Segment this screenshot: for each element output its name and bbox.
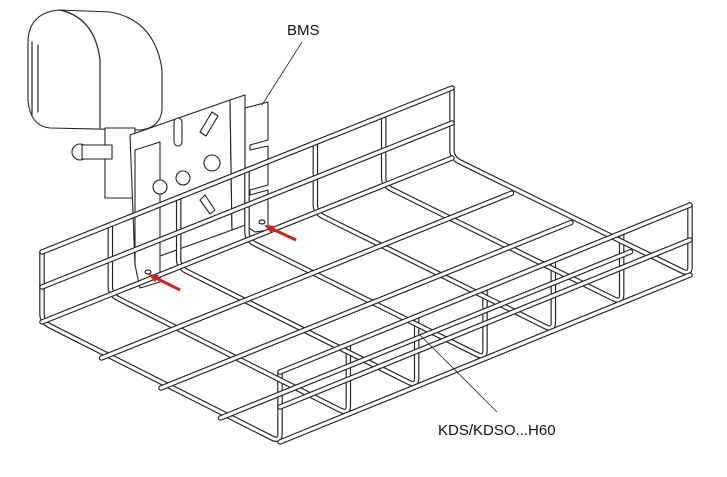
cross-wire — [313, 141, 555, 330]
light-fixture — [27, 9, 163, 199]
cross-wire — [449, 85, 693, 276]
bms-leader — [261, 41, 303, 106]
bottom-rail — [218, 250, 633, 420]
side-rail-front — [278, 273, 692, 444]
red-arrows — [148, 225, 297, 292]
arrowhead-left — [148, 274, 159, 282]
leader-lines — [261, 41, 498, 413]
cross-wire — [108, 223, 350, 414]
cross-wire — [382, 113, 624, 302]
bottom-rail — [159, 220, 573, 390]
arrowhead-right — [264, 225, 275, 233]
side-rail-back — [40, 156, 454, 324]
bottom-rail — [99, 191, 514, 360]
side-rail-back — [40, 121, 454, 289]
side-rail-back — [40, 86, 454, 254]
tray-label: KDS/KDSO...H60 — [438, 422, 556, 439]
tray-leader — [419, 334, 498, 413]
cross-wire — [177, 195, 419, 386]
side-rail-front — [278, 203, 692, 374]
cross-wire — [40, 250, 282, 441]
side-rail-front — [278, 238, 692, 409]
cross-wire — [245, 168, 487, 358]
bms-label: BMS — [287, 22, 320, 39]
cross-wire — [450, 86, 692, 274]
wire-tray — [39, 85, 693, 445]
